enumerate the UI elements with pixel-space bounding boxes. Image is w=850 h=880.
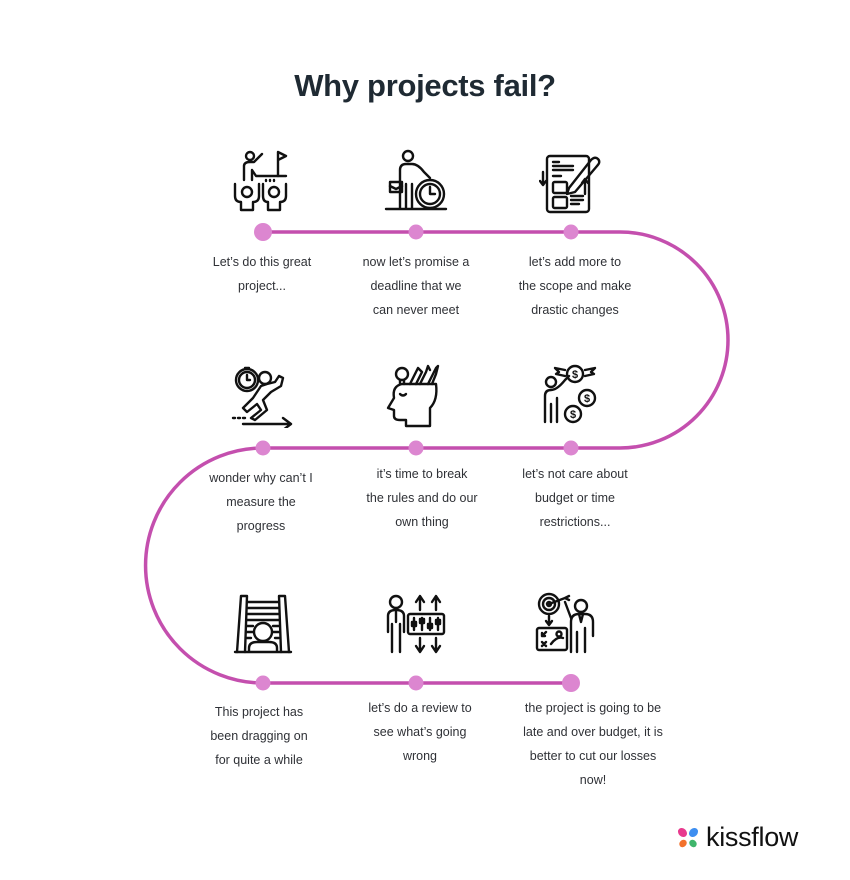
timeline-dot-5	[408, 440, 424, 456]
person-staircase-icon	[233, 594, 293, 654]
timeline-dot-7	[255, 675, 271, 691]
step-caption-5: it’s time to break the rules and do our …	[366, 467, 478, 529]
timeline-dot-9	[562, 674, 580, 692]
logo-text: kissflow	[706, 822, 799, 852]
step-caption-8: let’s do a review to see what’s going wr…	[368, 701, 472, 763]
timeline-dot-1	[254, 223, 272, 241]
businessman-clock-icon	[384, 149, 448, 211]
document-edit-icon	[539, 154, 601, 214]
target-strategy-icon	[535, 592, 595, 654]
timeline-dot-2	[408, 224, 424, 240]
step-caption-4: let’s not care about budget or time rest…	[522, 467, 628, 529]
step-caption-1: Let’s do this great project...	[212, 255, 312, 293]
timeline-dot-4	[563, 440, 579, 456]
kissflow-butterfly-icon	[677, 827, 699, 847]
team-celebrating-flag-icon	[233, 150, 288, 212]
businessman-adjustments-icon	[386, 594, 446, 654]
svg-text:$: $	[584, 393, 590, 405]
step-caption-7: This project has been dragging on for qu…	[210, 705, 308, 767]
creative-head-tools-icon	[386, 364, 440, 428]
timeline-dot-6	[255, 440, 271, 456]
svg-text:$: $	[572, 369, 578, 381]
step-caption-6: wonder why can’t I measure the progress	[209, 471, 313, 533]
timeline-dot-8	[408, 675, 424, 691]
kissflow-logo: kissflow	[676, 822, 798, 853]
timeline-dot-3	[563, 224, 579, 240]
svg-text:$: $	[570, 409, 576, 421]
stopwatch-runner-icon	[231, 366, 293, 428]
budget-money-wings-icon: $ $ $	[543, 364, 597, 424]
step-caption-3: let’s add more to the scope and make dra…	[518, 255, 632, 317]
page-title: Why projects fail?	[294, 68, 556, 103]
step-caption-2: now let’s promise a deadline that we can…	[362, 255, 470, 317]
step-caption-9: the project is going to be late and over…	[523, 701, 663, 787]
